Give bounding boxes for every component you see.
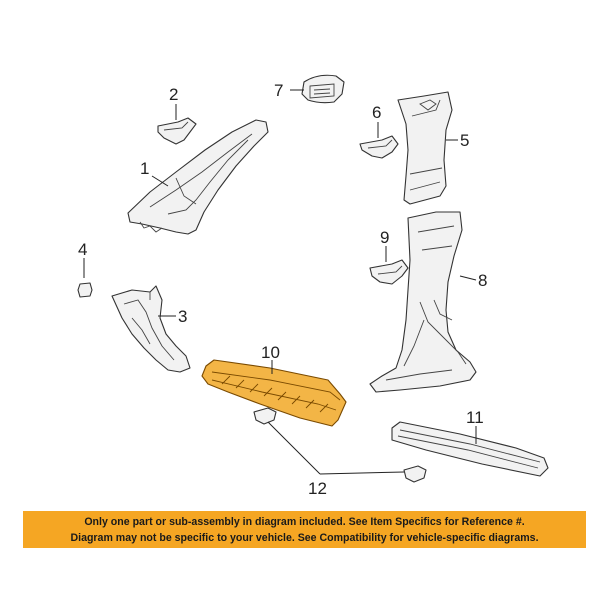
- callout-8: 8: [478, 271, 487, 290]
- part-7-trim-panel: [301, 74, 345, 104]
- leader-8: [459, 275, 477, 281]
- leader-12a: [267, 421, 321, 475]
- callout-3: 3: [178, 307, 187, 326]
- callout-4: 4: [78, 240, 87, 259]
- part-1-a-pillar-trim: [127, 119, 269, 235]
- part-3-cowl-side-trim: [111, 285, 191, 373]
- part-8-lower-b-pillar-trim: [369, 211, 477, 393]
- leader-12b: [319, 471, 405, 475]
- part-4-plug: [77, 282, 93, 298]
- disclaimer-line-2: Diagram may not be specific to your vehi…: [70, 532, 539, 544]
- leader-lines: [83, 89, 477, 475]
- callout-12: 12: [308, 479, 327, 498]
- part-2-clip: [157, 117, 197, 145]
- callout-11: 11: [466, 408, 484, 427]
- callout-labels: 1 2 3 4 5 6 7 8 9 10 11 12: [78, 81, 487, 498]
- part-9-clip: [369, 259, 409, 285]
- callout-9: 9: [380, 228, 389, 247]
- part-5-upper-b-pillar-trim: [397, 91, 453, 205]
- leader-1: [151, 175, 169, 187]
- callout-2: 2: [169, 85, 178, 104]
- callout-1: 1: [140, 159, 149, 178]
- callout-10: 10: [261, 343, 280, 362]
- callout-6: 6: [372, 103, 381, 122]
- part-10-scuff-plate-highlighted: [201, 359, 347, 427]
- part-6-clip: [359, 135, 399, 159]
- callout-7: 7: [274, 81, 283, 100]
- callout-5: 5: [460, 131, 469, 150]
- disclaimer-banner: Only one part or sub-assembly in diagram…: [23, 511, 586, 548]
- disclaimer-line-1: Only one part or sub-assembly in diagram…: [84, 516, 525, 528]
- part-11-rear-scuff-plate: [391, 421, 549, 477]
- part-12-clips: [253, 407, 427, 483]
